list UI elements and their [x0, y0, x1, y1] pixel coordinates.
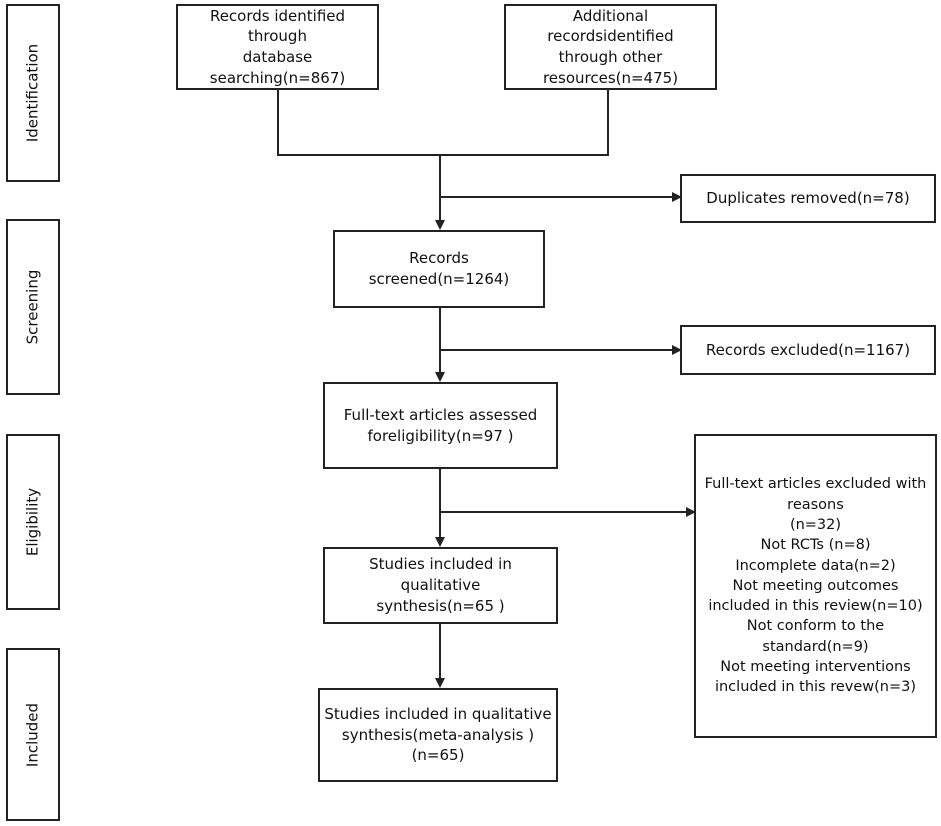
- records-screened-text: Records screened(n=1264): [368, 249, 510, 288]
- other-records-line-2: through other: [558, 48, 663, 66]
- qualitative-synthesis-line-2: synthesis(n=65 ): [376, 596, 505, 615]
- fulltext-assessed-line-2: foreligibility(n=97 ): [367, 426, 514, 445]
- duplicates-removed-box: Duplicates removed(n=78): [680, 174, 936, 223]
- fulltext-excluded-line-5: Incomplete data(n=2): [735, 557, 896, 574]
- qualitative-synthesis-box: Studies included in qualitative synthesi…: [323, 547, 558, 624]
- fulltext-assessed-box: Full-text articles assessed foreligibili…: [323, 382, 558, 469]
- other-records-line-1: Additional recordsidentified: [547, 6, 674, 46]
- other-records-line-3: resources(n=475): [542, 68, 679, 87]
- stage-included-label: Included: [23, 702, 42, 767]
- database-records-line-2: database: [242, 48, 313, 66]
- fulltext-assessed-line-1: Full-text articles assessed: [343, 405, 538, 424]
- stage-screening-label: Screening: [23, 269, 42, 345]
- meta-analysis-box: Studies included in qualitative synthesi…: [318, 688, 558, 782]
- records-excluded-text: Records excluded(n=1167): [705, 340, 911, 359]
- fulltext-excluded-line-2: reasons: [787, 496, 844, 513]
- fulltext-excluded-line-6: Not meeting outcomes: [732, 577, 899, 594]
- records-screened-box: Records screened(n=1264): [333, 230, 545, 308]
- stage-included: Included: [6, 648, 60, 821]
- fulltext-excluded-line-4: Not RCTs (n=8): [760, 537, 871, 554]
- fulltext-excluded-line-8: Not conform to the: [746, 618, 885, 635]
- database-records-line-3: searching(n=867): [209, 68, 346, 87]
- database-records-box: Records identified through database sear…: [176, 4, 379, 90]
- stage-eligibility-label: Eligibility: [23, 487, 42, 557]
- records-excluded-box: Records excluded(n=1167): [680, 325, 936, 375]
- duplicates-removed-text: Duplicates removed(n=78): [706, 189, 910, 208]
- qualitative-synthesis-line-1: Studies included in qualitative: [369, 555, 512, 595]
- fulltext-excluded-line-1: Full-text articles excluded with: [704, 476, 927, 493]
- stage-eligibility: Eligibility: [6, 434, 60, 610]
- meta-analysis-line-2: synthesis(meta-analysis )(n=65): [341, 725, 535, 765]
- database-records-line-1: Records identified through: [209, 6, 346, 46]
- fulltext-excluded-box: Full-text articles excluded with reasons…: [694, 434, 937, 738]
- stage-identification: Identification: [6, 4, 60, 182]
- fulltext-excluded-line-9: standard(n=9): [762, 638, 869, 655]
- fulltext-excluded-line-11: included in this revew(n=3): [714, 679, 917, 696]
- meta-analysis-line-1: Studies included in qualitative: [324, 704, 552, 723]
- fulltext-excluded-line-10: Not meeting interventions: [720, 659, 911, 676]
- other-records-box: Additional recordsidentified through oth…: [504, 4, 717, 90]
- stage-screening: Screening: [6, 219, 60, 395]
- stage-identification-label: Identification: [23, 43, 42, 143]
- fulltext-excluded-line-3: (n=32): [789, 516, 842, 533]
- fulltext-excluded-line-7: included in this review(n=10): [708, 598, 923, 615]
